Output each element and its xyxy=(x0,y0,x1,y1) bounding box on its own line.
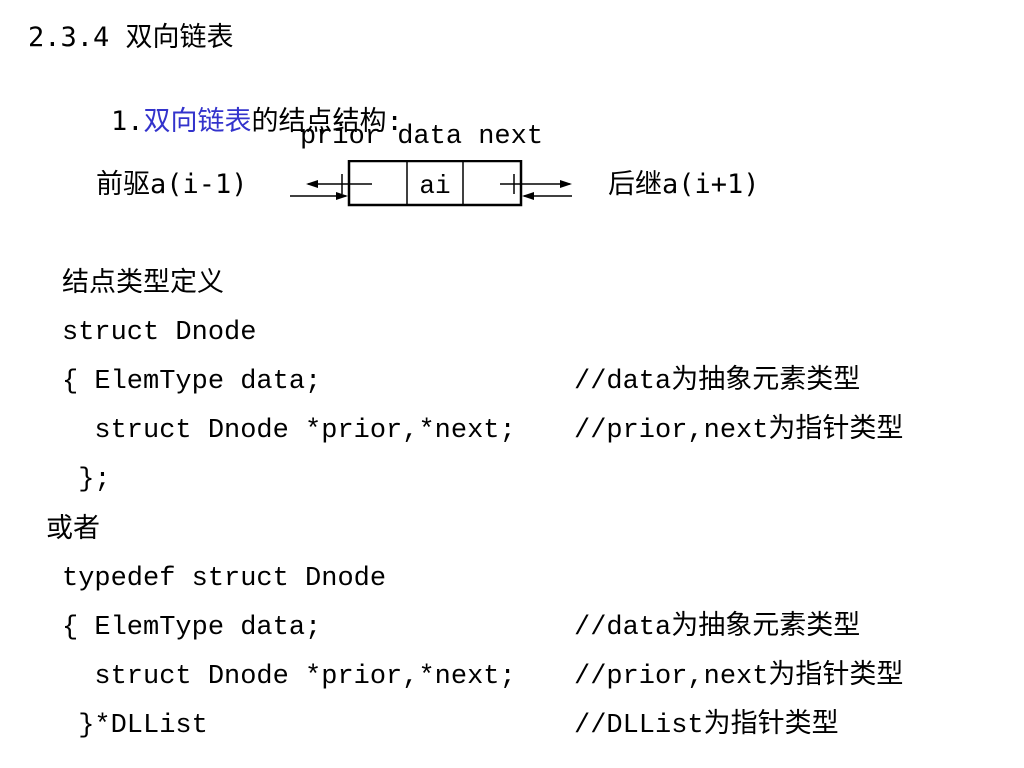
section-heading: 2.3.4 双向链表 xyxy=(28,22,234,53)
block2-line1: typedef struct Dnode xyxy=(62,564,387,594)
block1-line2: { ElemType data; xyxy=(62,367,322,397)
subsection-number: 1. xyxy=(111,106,144,137)
block2-line2-comment: //data为抽象元素类型 xyxy=(574,613,861,643)
node-field-labels: prior data next xyxy=(300,122,544,152)
or-text: 或者 xyxy=(46,513,100,544)
node-structure-diagram: ai xyxy=(280,159,600,220)
doubly-linked-list-link[interactable]: 双向链表 xyxy=(143,106,252,137)
subsection-heading: 1.双向链表的结点结构: xyxy=(46,71,403,173)
block1-line2-comment: //data为抽象元素类型 xyxy=(574,367,861,397)
predecessor-label: 前驱a(i-1) xyxy=(96,169,248,200)
block2-line4-comment: //DLList为指针类型 xyxy=(574,711,839,741)
block2-line3-comment: //prior,next为指针类型 xyxy=(574,662,904,692)
block1-line3-comment: //prior,next为指针类型 xyxy=(574,416,904,446)
incoming-left-arrowhead xyxy=(336,192,348,200)
prior-pointer-arrowhead xyxy=(306,180,318,188)
node-value-text: ai xyxy=(419,171,450,201)
node-box xyxy=(347,159,523,207)
next-pointer-arrowhead xyxy=(560,180,572,188)
block2-line3: struct Dnode *prior,*next; xyxy=(62,662,516,692)
block2-line2: { ElemType data; xyxy=(62,613,322,643)
successor-label: 后继a(i+1) xyxy=(608,169,760,200)
block1-line4: }; xyxy=(62,465,111,495)
subsection-rest: 的结点结构: xyxy=(251,106,403,137)
block2-line4: }*DLList xyxy=(62,711,208,741)
block1-line1: struct Dnode xyxy=(62,318,257,348)
block1-line3: struct Dnode *prior,*next; xyxy=(62,416,516,446)
incoming-right-arrowhead xyxy=(522,192,534,200)
node-diagram-svg: ai xyxy=(290,159,572,207)
definition-title: 结点类型定义 xyxy=(62,267,224,298)
